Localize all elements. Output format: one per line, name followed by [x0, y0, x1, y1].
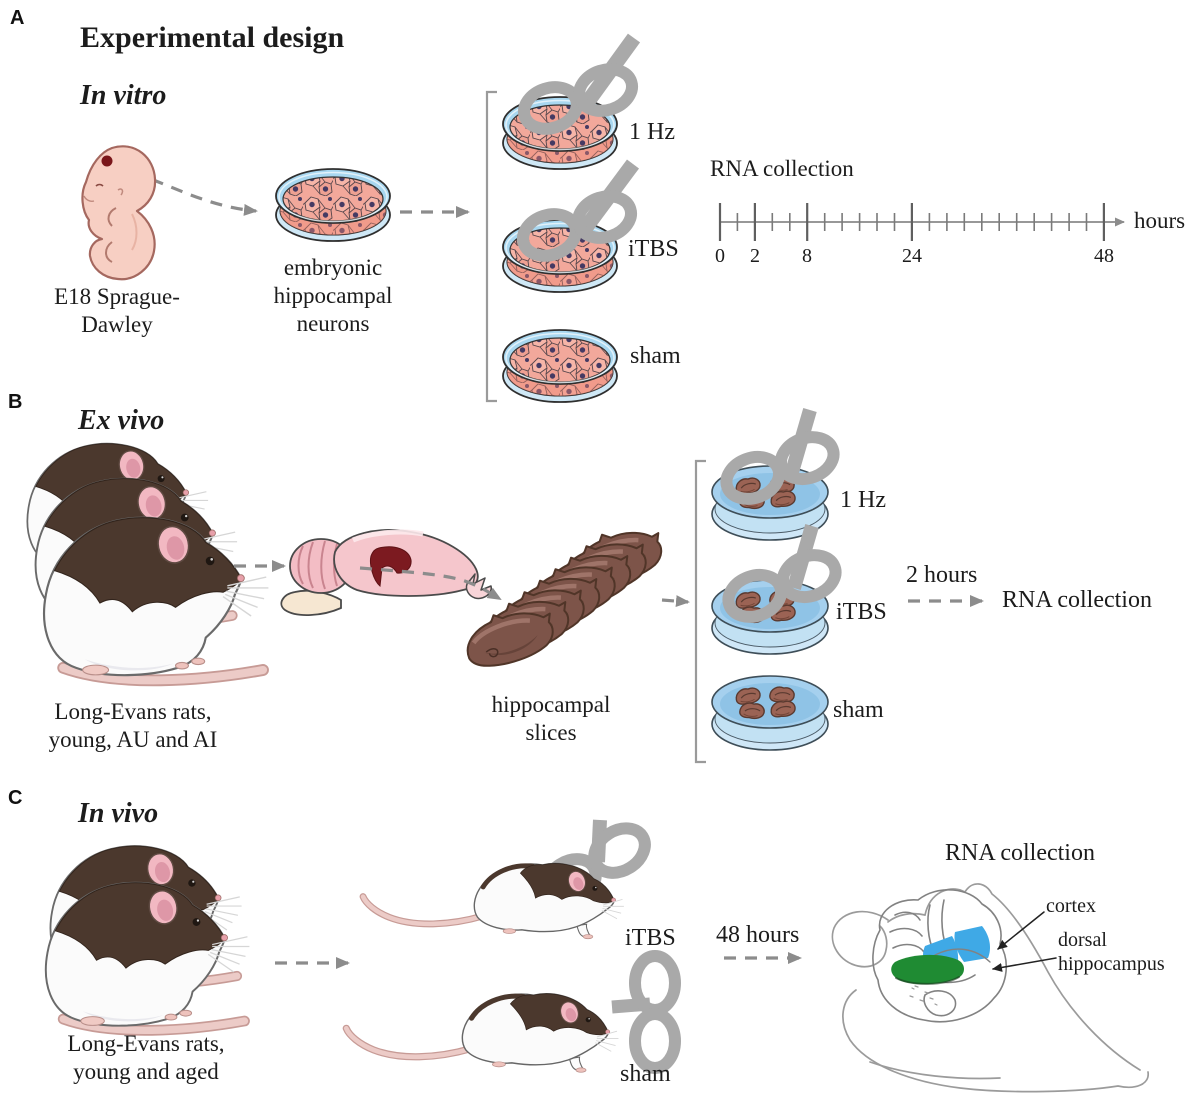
- tick-label-48: 48: [1094, 245, 1114, 267]
- bracket-b: [694, 459, 706, 764]
- endpoint-label: RNA collection: [945, 840, 1095, 866]
- panel-a-subtitle: In vitro: [80, 80, 167, 111]
- stimulation-coil-icon: [611, 956, 675, 1068]
- figure-title: Experimental design: [80, 21, 345, 54]
- cortex-region: [954, 926, 990, 962]
- tick-label-8: 8: [802, 245, 812, 267]
- condition-itbs-label: iTBS: [625, 925, 676, 951]
- condition-1hz-label: 1 Hz: [840, 487, 886, 513]
- dish-sham: [502, 329, 618, 403]
- hippocampus-pointer-arrow: [992, 957, 1057, 972]
- rat-illustration: [46, 883, 250, 1031]
- dorsal-hippocampus-region: [891, 954, 964, 985]
- panel-b-subjects-label: Long-Evans rats, young, AU and AI: [48, 699, 218, 753]
- panel-b-subtitle: Ex vivo: [78, 405, 165, 436]
- panel-c-illustrations: [46, 819, 1149, 1093]
- timeline-title: RNA collection: [710, 156, 854, 181]
- arrow-brain-to-slices: [359, 566, 502, 601]
- panel-a-illustrations: [81, 33, 1125, 403]
- condition-sham-label: sham: [833, 697, 884, 723]
- rat-sham-illustration: [346, 994, 618, 1072]
- tick-label-2: 2: [750, 245, 760, 267]
- tissue-label: hippocampal slices: [491, 692, 611, 746]
- minor-ticks: [736, 213, 1088, 231]
- condition-itbs-label: iTBS: [628, 236, 679, 262]
- stimulation-coil-icon: [519, 33, 638, 135]
- dish-sham-slices: [712, 676, 828, 750]
- panel-b-letter: B: [8, 391, 23, 413]
- condition-itbs-label: iTBS: [836, 599, 887, 625]
- rat-itbs-illustration: [363, 864, 624, 939]
- condition-sham-label: sham: [620, 1061, 671, 1087]
- tick-label-24: 24: [902, 245, 922, 267]
- culture-label: embryonic hippocampal neurons: [273, 255, 393, 337]
- bracket-a: [485, 90, 497, 403]
- embryo-source-label: E18 Sprague- Dawley: [54, 284, 180, 338]
- delay-label: 48 hours: [716, 922, 800, 948]
- dorsal-hippocampus-label: dorsal hippocampus: [1058, 929, 1165, 976]
- rat-head-sketch: [831, 883, 1149, 1093]
- tick-label-0: 0: [715, 245, 725, 267]
- stimulation-coil-icon: [518, 159, 637, 262]
- condition-sham-label: sham: [630, 343, 681, 369]
- rna-collection-timeline: [718, 203, 1125, 241]
- stimulation-coil-icon: [537, 819, 653, 912]
- panel-b-illustrations: [27, 408, 984, 764]
- panel-c-letter: C: [8, 787, 23, 809]
- petri-dish-neurons: [275, 168, 391, 242]
- stimulation-coil-icon: [721, 408, 840, 506]
- arrow-slices-to-dishes: [661, 595, 690, 608]
- panel-a-letter: A: [10, 7, 25, 29]
- hippocampal-slices-illustration: [460, 521, 667, 672]
- delay-label: 2 hours: [906, 562, 978, 588]
- arrow-embryo-to-dish: [111, 164, 258, 216]
- endpoint-label: RNA collection: [1002, 587, 1152, 613]
- major-ticks: [718, 203, 1105, 241]
- timeline-unit: hours: [1134, 208, 1186, 233]
- cortex-pointer-arrow: [997, 911, 1045, 950]
- brain-illustration: [281, 530, 491, 615]
- stimulation-coil-icon: [723, 524, 842, 624]
- panel-c-subjects-label: Long-Evans rats, young and aged: [67, 1031, 225, 1085]
- cortex-label: cortex: [1046, 895, 1096, 917]
- panel-c-subtitle: In vivo: [78, 798, 159, 829]
- condition-1hz-label: 1 Hz: [629, 119, 675, 145]
- embryo-illustration: [81, 145, 157, 281]
